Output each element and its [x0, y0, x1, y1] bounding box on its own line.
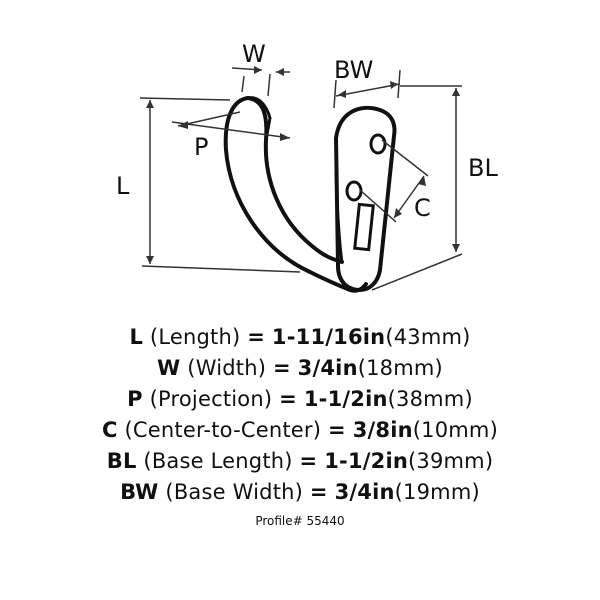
spec-equals: = [299, 449, 318, 473]
spec-metric: (38mm) [387, 387, 473, 411]
spec-name: (Center-to-Center) [124, 418, 322, 442]
upper-screw-hole [369, 133, 387, 155]
spec-metric: (39mm) [408, 449, 494, 473]
spec-imperial: 3/4in [297, 356, 358, 380]
spec-abbr: BL [106, 449, 137, 473]
spec-imperial: 1-1/2in [324, 449, 409, 473]
dimension-specs: L (Length) = 1-11/16in(43mm) W (Width) =… [0, 322, 600, 528]
spec-abbr: L [129, 325, 144, 349]
spec-metric: (18mm) [357, 356, 443, 380]
spec-metric: (43mm) [385, 325, 471, 349]
label-w: W [242, 40, 266, 68]
spec-equals: = [279, 387, 297, 411]
dimension-arrowheads [146, 66, 460, 264]
spec-row-length: L (Length) = 1-11/16in(43mm) [0, 322, 600, 353]
hook-arm-outer [223, 96, 368, 293]
spec-imperial: 3/4in [334, 480, 395, 504]
spec-name: (Projection) [149, 387, 273, 411]
label-p: P [194, 133, 208, 161]
spec-equals: = [247, 325, 266, 349]
profile-number: Profile# 55440 [255, 514, 345, 528]
hook-illustration [223, 96, 397, 293]
hook-arm-inner [246, 96, 344, 264]
label-bw: BW [334, 56, 373, 84]
spec-equals: = [328, 418, 346, 442]
spec-row-base-width: BW (Base Width) = 3/4in(19mm) [0, 477, 600, 508]
spec-name: (Base Width) [165, 480, 304, 504]
dimension-lines [139, 67, 463, 291]
hook-tip [246, 96, 272, 142]
spec-imperial: 3/8in [352, 418, 413, 442]
spec-name: (Base Length) [143, 449, 293, 473]
label-l: L [116, 172, 130, 200]
spec-row-projection: P (Projection) = 1-1/2in(38mm) [0, 384, 600, 415]
spec-abbr: P [127, 387, 143, 411]
spec-row-width: W (Width) = 3/4in(18mm) [0, 353, 600, 384]
spec-abbr: C [101, 418, 118, 442]
spec-metric: (10mm) [412, 418, 498, 442]
keyhole-slot [353, 202, 375, 252]
base-plate [334, 105, 397, 292]
spec-imperial: 1-11/16in [271, 325, 386, 349]
label-c: C [414, 194, 431, 222]
spec-row-base-length: BL (Base Length) = 1-1/2in(39mm) [0, 446, 600, 477]
spec-equals: = [309, 480, 328, 504]
base-plate-edge [334, 158, 344, 264]
lower-screw-hole [345, 180, 363, 202]
spec-metric: (19mm) [394, 480, 480, 504]
mounting-holes [345, 133, 387, 252]
spec-name: (Length) [149, 325, 241, 349]
spec-equals: = [272, 356, 291, 380]
spec-abbr: W [157, 356, 181, 380]
spec-imperial: 1-1/2in [303, 387, 388, 411]
label-bl: BL [468, 154, 498, 182]
spec-row-center-to-center: C (Center-to-Center) = 3/8in(10mm) [0, 415, 600, 446]
spec-name: (Width) [187, 356, 267, 380]
spec-abbr: BW [120, 480, 159, 504]
hook-dimension-diagram: W BW P L BL C [116, 40, 498, 293]
